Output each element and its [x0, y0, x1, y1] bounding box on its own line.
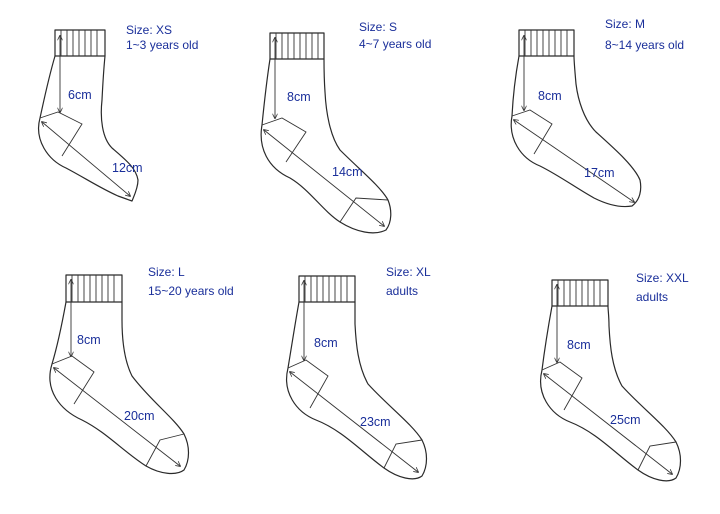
- sock-outline: [38, 29, 139, 202]
- sock-xl: Size: XL adults 8cm 23cm: [286, 265, 431, 480]
- age-label: 15~20 years old: [148, 284, 234, 298]
- age-label: 1~3 years old: [126, 38, 198, 52]
- sock-xs: Size: XS 1~3 years old 6cm 12cm: [38, 23, 198, 202]
- foot-length-label: 14cm: [332, 165, 363, 179]
- foot-measure-arrow: [54, 368, 180, 466]
- size-label: Size: S: [359, 20, 397, 34]
- size-label: Size: XXL: [636, 271, 689, 285]
- sock-s: Size: S 4~7 years old 8cm 14cm: [260, 20, 431, 234]
- age-label: 4~7 years old: [359, 37, 431, 51]
- cuff-length-label: 6cm: [68, 88, 92, 102]
- cuff-length-label: 8cm: [538, 89, 562, 103]
- size-label: Size: L: [148, 265, 185, 279]
- age-label: adults: [386, 284, 418, 298]
- foot-length-label: 25cm: [610, 413, 641, 427]
- foot-length-label: 12cm: [112, 161, 143, 175]
- foot-measure-arrow: [290, 372, 418, 472]
- cuff-length-label: 8cm: [77, 333, 101, 347]
- sock-outline: [286, 275, 428, 480]
- sock-outline: [260, 32, 392, 234]
- sock-l: Size: L 15~20 years old 8cm 20cm: [49, 265, 234, 475]
- foot-measure-arrow: [42, 122, 130, 196]
- foot-length-label: 20cm: [124, 409, 155, 423]
- cuff-length-label: 8cm: [314, 336, 338, 350]
- age-label: 8~14 years old: [605, 38, 684, 52]
- sock-m: Size: M 8~14 years old 8cm 17cm: [510, 17, 684, 208]
- foot-length-label: 23cm: [360, 415, 391, 429]
- foot-measure-arrow: [544, 374, 672, 474]
- foot-measure-arrow: [264, 130, 384, 226]
- sock-outline: [540, 279, 682, 482]
- size-label: Size: XS: [126, 23, 172, 37]
- foot-measure-arrow: [514, 120, 634, 202]
- cuff-length-label: 8cm: [287, 90, 311, 104]
- cuff-length-label: 8cm: [567, 338, 591, 352]
- age-label: adults: [636, 290, 668, 304]
- sock-xxl: Size: XXL adults 8cm 25cm: [540, 271, 689, 482]
- sock-outline: [510, 29, 642, 208]
- size-label: Size: XL: [386, 265, 431, 279]
- size-label: Size: M: [605, 17, 645, 31]
- foot-length-label: 17cm: [584, 166, 615, 180]
